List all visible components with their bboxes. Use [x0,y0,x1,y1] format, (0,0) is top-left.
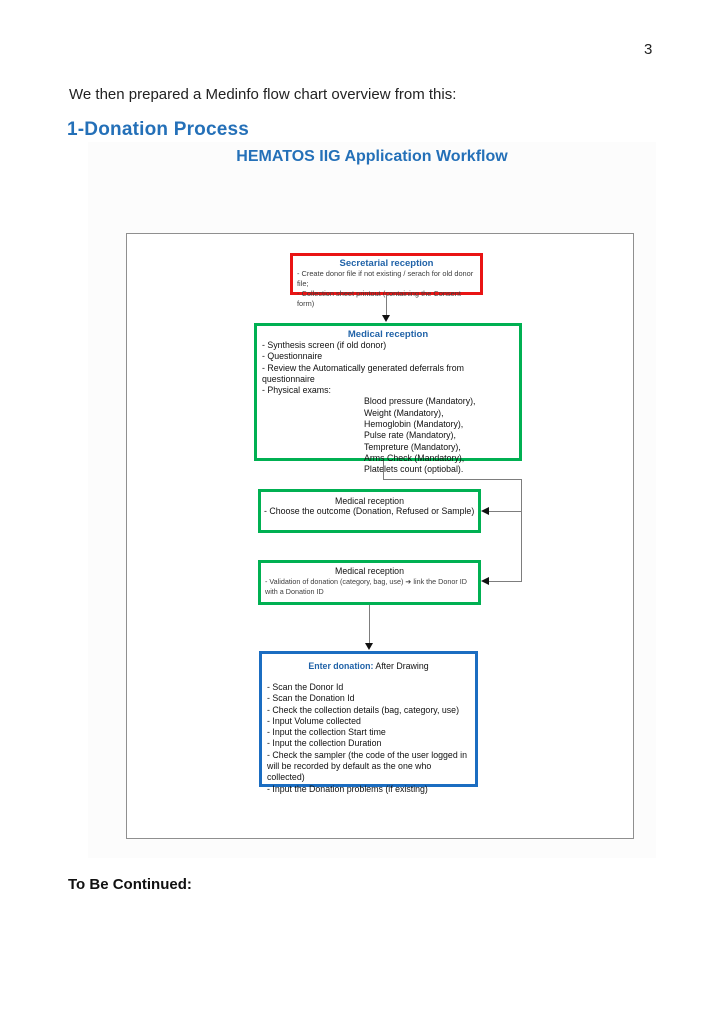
flow-box-item: - Choose the outcome (Donation, Refused … [264,506,475,516]
flow-box-medical-reception-3: Medical reception - Validation of donati… [258,560,481,605]
connector-line [386,295,387,316]
section-heading: 1-Donation Process [67,119,250,140]
flow-box-enter-donation: Enter donation: After Drawing - Scan the… [259,651,478,794]
page-number: 3 [644,41,653,58]
flow-box-medical-reception-1: Medical reception - Synthesis screen (if… [254,323,522,474]
flow-box-item: - Input the collection Duration [267,738,382,749]
flow-box-item: - Input Volume collected [267,715,361,726]
flow-box-title: Medical reception [335,566,404,576]
flow-box-exam-item: Pulse rate (Mandatory), [364,430,456,441]
arrowhead-left-icon [481,577,489,585]
arrowhead-left-icon [481,507,489,515]
flow-box-title: Enter donation: After Drawing [262,654,475,671]
connector-line [521,479,522,582]
flow-box-item: - Check the collection details (bag, cat… [267,704,459,715]
flow-box-item: - Synthesis screen (if old donor) [262,340,387,350]
connector-line [383,461,384,480]
figure-title: HEMATOS IIG Application Workflow [236,148,508,165]
flow-box-item: - Check the sampler (the code of the use… [267,749,467,783]
flow-box-exam-item: Arms Check (Mandatory), [364,452,465,463]
flowchart-canvas: Secretarial reception - Create donor fil… [126,233,634,839]
intro-paragraph: We then prepared a Medinfo flow chart ov… [69,86,457,103]
arrowhead-down-icon [382,315,390,322]
flow-box-item: - Physical exams: [262,385,331,396]
flow-box-item: - Scan the Donation Id [267,693,355,704]
flow-box-title-emphasis: Enter donation: [308,661,374,671]
flow-box-secretarial-reception: Secretarial reception - Create donor fil… [290,253,483,308]
flow-box-title: Medical reception [335,496,404,506]
connector-line [488,581,521,582]
flow-box-item: - Review the Automatically generated def… [262,362,464,384]
flow-box-item: - Create donor file if not existing / se… [297,269,474,288]
flow-box-title: Medical reception [347,329,429,340]
flow-box-exam-item: Platelets count (optiobal). [364,464,464,475]
to-be-continued-text: To Be Continued: [68,876,192,893]
flow-box-exam-item: Blood pressure (Mandatory), [364,396,476,407]
flow-box-item: - Questionnaire [262,351,323,362]
flow-box-medical-reception-2: Medical reception - Choose the outcome (… [258,489,481,533]
arrowhead-down-icon [365,643,373,650]
flow-box-item: - Validation of donation (category, bag,… [265,577,467,596]
flow-box-title: Secretarial reception [339,258,434,269]
flow-box-exam-item: Tempreture (Mandatory), [364,441,461,452]
connector-line [488,511,521,512]
flow-box-item: - Scan the Donor Id [267,682,344,692]
connector-line [369,605,370,643]
flow-box-exam-item: Weight (Mandatory), [364,407,444,418]
flow-box-exam-item: Hemoglobin (Mandatory), [364,419,464,430]
flow-box-title-suffix: After Drawing [373,661,429,671]
flow-box-item: - Collection sheet printout (containing … [297,289,461,308]
flow-box-item: - Input the collection Start time [267,727,386,738]
flow-box-item: - Input the Donation problems (if existi… [267,783,428,794]
connector-line [383,479,522,480]
